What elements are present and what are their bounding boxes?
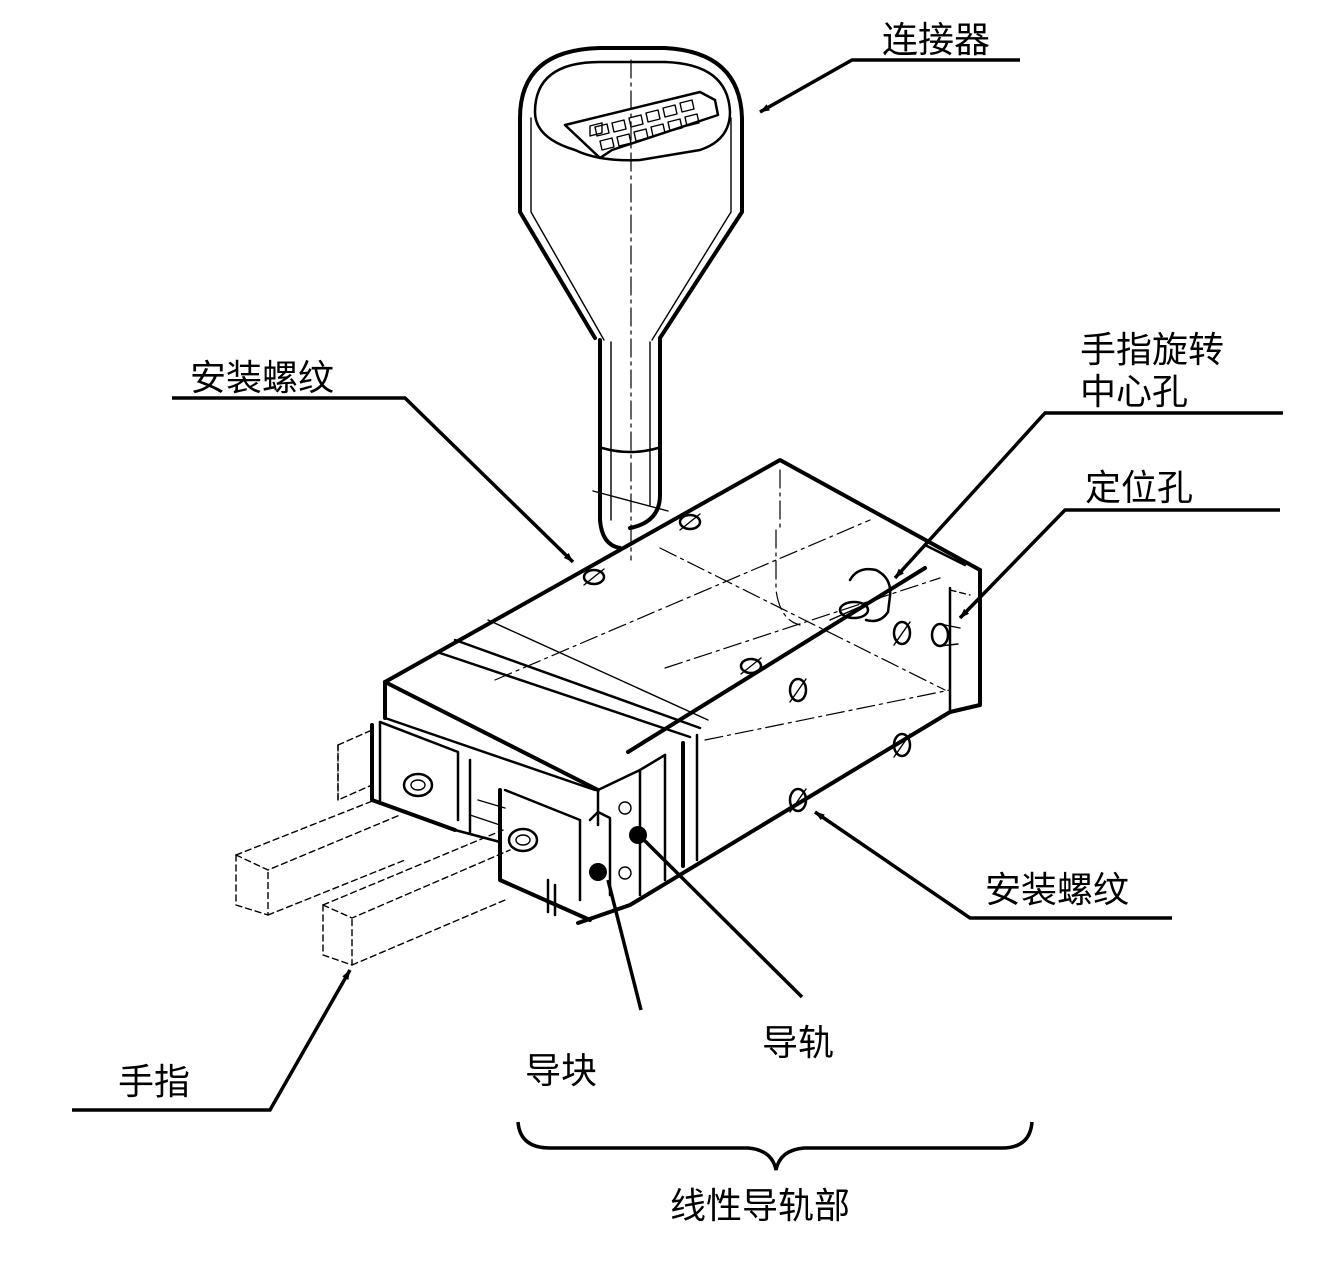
leader-mount-thread-bottom bbox=[814, 810, 1172, 920]
linear-guide-brace bbox=[516, 1121, 1034, 1171]
leader-lines bbox=[72, 58, 1283, 1171]
mounting-holes bbox=[582, 513, 961, 813]
leader-locating-hole bbox=[958, 508, 1280, 620]
hole bbox=[678, 513, 702, 531]
label-mount-thread-top: 安装螺纹 bbox=[190, 358, 334, 399]
hole bbox=[892, 732, 912, 758]
leader-mount-thread-top bbox=[172, 396, 575, 564]
guide-rail-dot bbox=[629, 826, 647, 844]
leader-finger bbox=[72, 969, 352, 1112]
leader-guide-rail bbox=[638, 834, 804, 999]
labels: 连接器 安装螺纹 手指旋转 中心孔 定位孔 安装螺纹 导轨 导块 手指 线性导轨… bbox=[118, 20, 1224, 1227]
leader-pivot-hole bbox=[893, 411, 1283, 580]
label-mount-thread-bottom: 安装螺纹 bbox=[985, 870, 1129, 911]
hole bbox=[788, 677, 808, 703]
gripper-body bbox=[383, 458, 982, 925]
leader-connector bbox=[759, 58, 1020, 114]
label-connector: 连接器 bbox=[882, 20, 990, 61]
label-locating-hole: 定位孔 bbox=[1085, 468, 1193, 509]
leader-guide-block bbox=[606, 879, 643, 1011]
connector-drawing bbox=[518, 46, 744, 561]
finger-phantom bbox=[235, 729, 511, 966]
hole bbox=[788, 787, 808, 813]
label-guide-block: 导块 bbox=[525, 1051, 597, 1092]
finger-pivot-hole bbox=[829, 567, 892, 623]
label-pivot-hole-line1: 手指旋转 bbox=[1080, 330, 1224, 371]
hole bbox=[739, 657, 763, 675]
hole bbox=[582, 568, 606, 586]
front-mechanism bbox=[370, 720, 632, 922]
label-linear-guide-section: 线性导轨部 bbox=[670, 1186, 850, 1227]
label-pivot-hole-line2: 中心孔 bbox=[1080, 372, 1188, 413]
label-finger: 手指 bbox=[118, 1062, 190, 1103]
guide-block-dot bbox=[589, 863, 607, 881]
label-guide-rail: 导轨 bbox=[762, 1023, 834, 1064]
locating-hole bbox=[930, 622, 961, 648]
connector-pins bbox=[594, 99, 700, 151]
hole bbox=[892, 620, 912, 646]
